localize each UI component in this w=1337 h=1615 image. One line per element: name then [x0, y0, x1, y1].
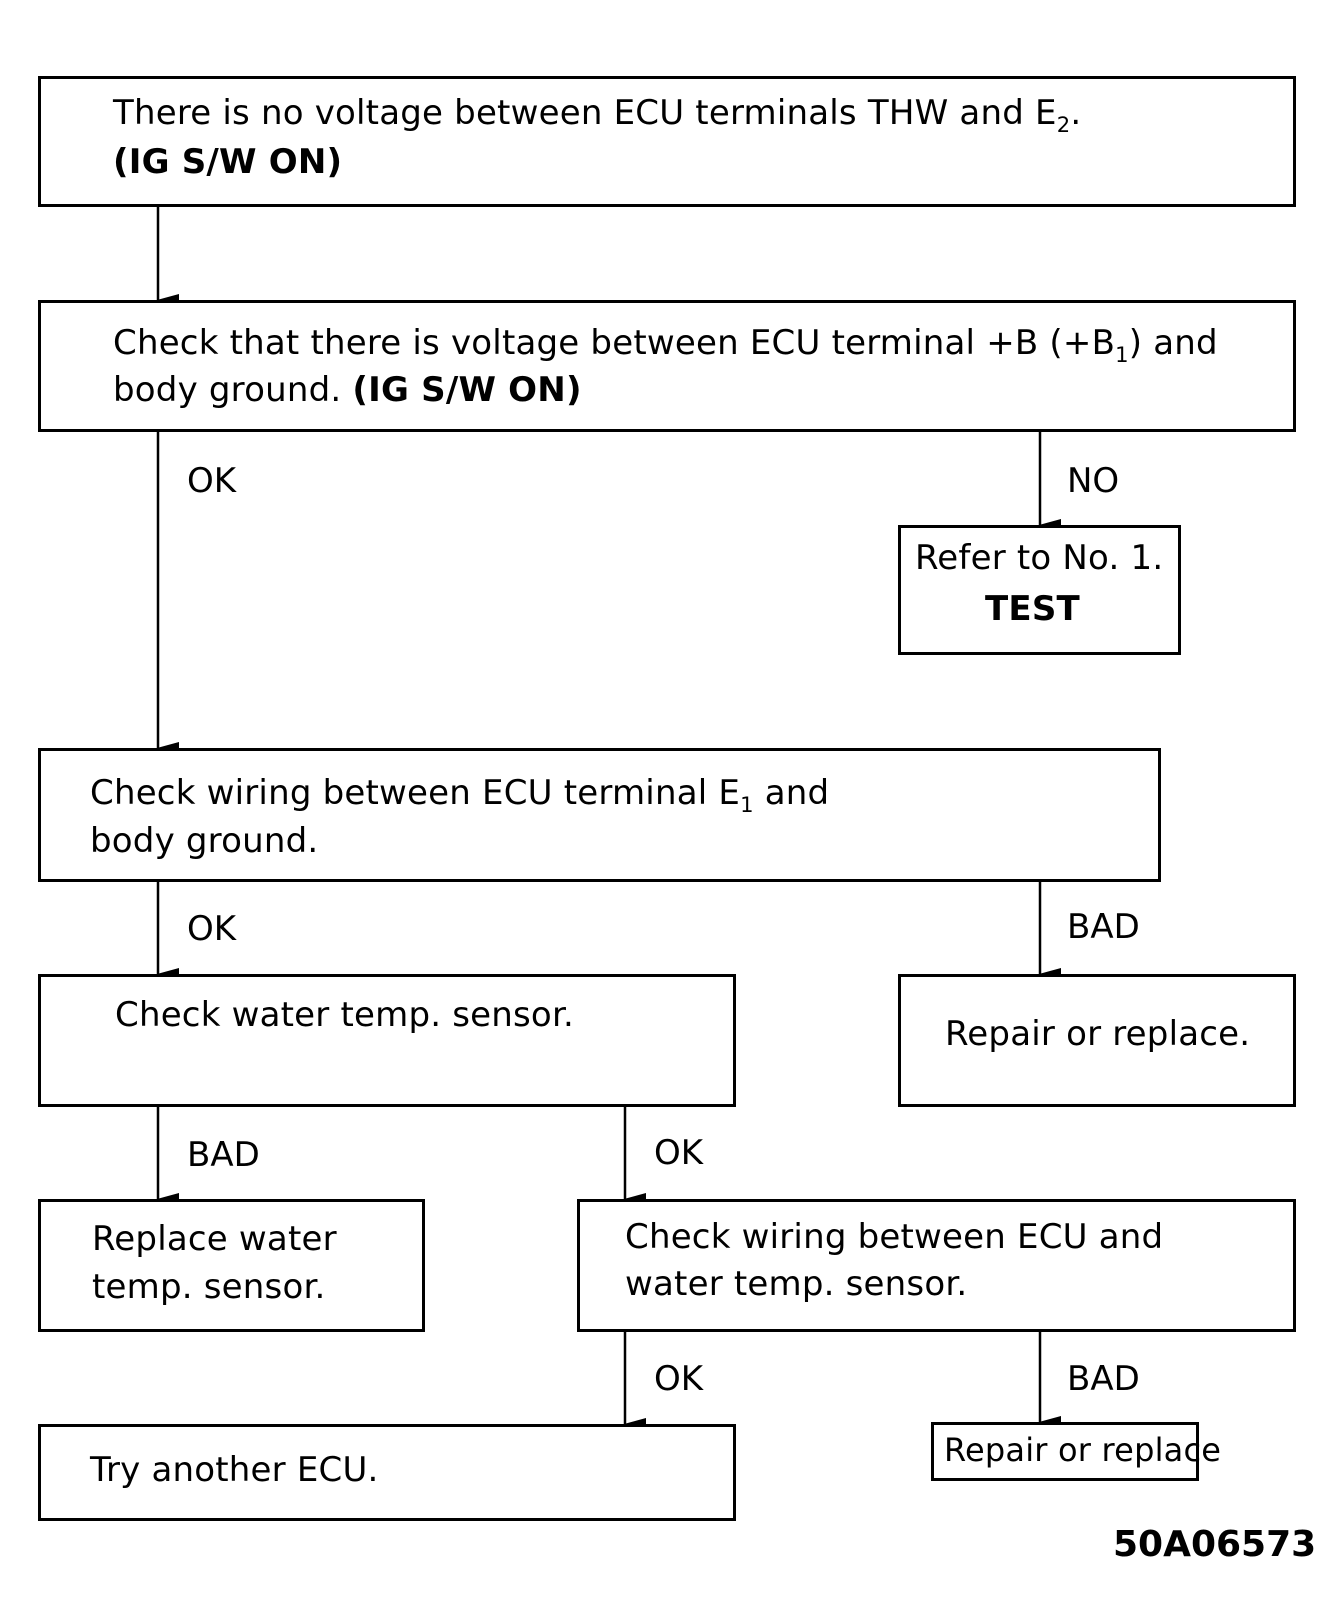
- branch-label-ok-b8: OK: [654, 1359, 704, 1399]
- step-no-voltage-thw-e2: [38, 76, 1296, 207]
- step-check-wiring-ecu-sensor: [577, 1199, 1296, 1332]
- branch-label-bad-b5: BAD: [187, 1135, 260, 1175]
- step-check-voltage-b-body: [38, 300, 1296, 432]
- step-check-wiring-e1-body-line1: Check wiring between ECU terminal E1 and: [90, 773, 830, 817]
- step-check-wiring-ecu-sensor-line1: Check wiring between ECU and: [625, 1217, 1164, 1257]
- step-repair-or-replace-wiring-text: Repair or replace.: [945, 1014, 1251, 1054]
- branch-label-bad-b8: BAD: [1067, 1359, 1140, 1399]
- step-check-wiring-ecu-sensor-line2: water temp. sensor.: [625, 1264, 968, 1304]
- step-replace-water-temp-sensor-line2: temp. sensor.: [92, 1267, 326, 1307]
- step-check-voltage-b-body-line2: body ground. (IG S/W ON): [113, 370, 582, 410]
- step-check-voltage-b-body-line1: Check that there is voltage between ECU …: [113, 323, 1218, 367]
- step-check-wiring-e1-body: [38, 748, 1161, 882]
- branch-label-bad-b4: BAD: [1067, 907, 1140, 947]
- step-check-water-temp-sensor-text: Check water temp. sensor.: [115, 995, 575, 1035]
- step-try-another-ecu: [38, 1424, 736, 1521]
- step-check-water-temp-sensor: [38, 974, 736, 1107]
- step-repair-or-replace-sensor-wiring: [931, 1422, 1199, 1481]
- step-replace-water-temp-sensor: [38, 1199, 425, 1332]
- step-replace-water-temp-sensor-line1: Replace water: [92, 1219, 337, 1259]
- step-repair-or-replace-wiring: [898, 974, 1296, 1107]
- figure-code: 50A06573: [1113, 1524, 1317, 1565]
- step-no-voltage-thw-e2-line1: There is no voltage between ECU terminal…: [113, 93, 1082, 137]
- step-refer-to-no1-line1: Refer to No. 1.: [915, 538, 1164, 578]
- step-check-wiring-e1-body-line2: body ground.: [90, 821, 319, 861]
- step-no-voltage-thw-e2-condition: (IG S/W ON): [113, 142, 343, 182]
- step-refer-to-no1-test: [898, 525, 1181, 655]
- branch-label-ok-b5: OK: [654, 1133, 704, 1173]
- branch-label-ok-b2: OK: [187, 461, 237, 501]
- step-repair-or-replace-sensor-wiring-text: Repair or replace: [944, 1431, 1222, 1469]
- branch-label-no-b2: NO: [1067, 461, 1120, 501]
- step-refer-to-no1-test-label: TEST: [985, 589, 1080, 629]
- branch-label-ok-b4: OK: [187, 909, 237, 949]
- step-try-another-ecu-text: Try another ECU.: [90, 1450, 379, 1490]
